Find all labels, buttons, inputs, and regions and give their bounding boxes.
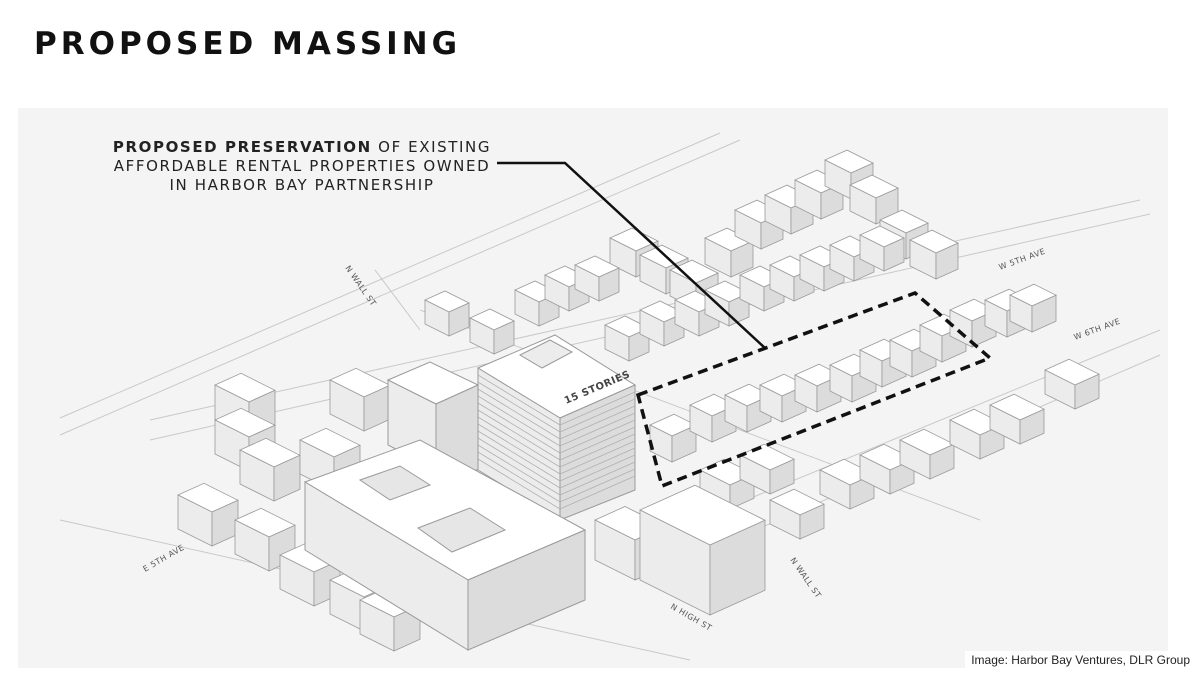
building-block	[859, 225, 905, 272]
street-label-n-wall-st-bottom: N WALL ST	[788, 556, 823, 600]
tower-floor-line	[477, 451, 561, 503]
building-block	[424, 290, 470, 337]
building-block	[469, 308, 515, 355]
tower-floor-line	[559, 461, 636, 496]
callout-text: PROPOSED PRESERVATION OF EXISTING AFFORD…	[92, 138, 512, 195]
tower-floor-line	[559, 440, 636, 475]
building-block	[1009, 283, 1057, 333]
street-label-w-6th-ave: W 6TH AVE	[1073, 317, 1122, 342]
tower-floor-line	[559, 412, 636, 447]
callout-bold-text: PROPOSED PRESERVATION	[112, 138, 372, 156]
tower-floor-line	[477, 437, 561, 489]
street-label-n-wall-st-top: N WALL ST	[343, 264, 378, 308]
building-block	[899, 428, 955, 480]
tower-floor-line	[559, 447, 636, 482]
tower-floor-line	[559, 468, 636, 503]
tower-floor-line	[559, 433, 636, 468]
callout-line1-rest: OF EXISTING	[371, 138, 492, 156]
proposed-tower: 15 STORIES	[476, 334, 637, 521]
page-title: PROPOSED MASSING	[34, 26, 462, 62]
courtyard-block	[303, 439, 587, 651]
building-block	[704, 227, 754, 278]
tower-floor-line	[477, 374, 561, 426]
tower-floor-line	[477, 416, 561, 468]
tower-floor-line	[477, 458, 561, 510]
tower-floor-line	[477, 430, 561, 482]
building-masses	[177, 149, 1100, 652]
tower-floor-line	[477, 395, 561, 447]
callout-line-1: PROPOSED PRESERVATION OF EXISTING	[92, 138, 512, 157]
tower-floor-line	[477, 402, 561, 454]
tower-floor-line	[559, 454, 636, 489]
tower-floor-line	[559, 475, 636, 510]
building-block	[639, 484, 766, 616]
tower-floor-line	[477, 444, 561, 496]
tower-floor-line	[559, 398, 636, 433]
building-block	[909, 229, 959, 280]
callout-leader-line	[497, 161, 766, 349]
street-label-w-5th-ave: W 5TH AVE	[998, 247, 1047, 272]
street-label-e-5th-ave: E 5TH AVE	[142, 543, 186, 574]
building-block	[989, 393, 1045, 445]
tower-floor-line	[559, 419, 636, 454]
building-block	[1044, 358, 1100, 410]
tower-floor-line	[477, 388, 561, 440]
image-credit: Image: Harbor Bay Ventures, DLR Group	[965, 651, 1196, 669]
building-block	[649, 413, 697, 463]
building-block	[574, 255, 620, 302]
tower-floor-line	[477, 381, 561, 433]
building-block	[177, 482, 239, 547]
tower-floor-line	[477, 423, 561, 475]
tower-floor-line	[559, 426, 636, 461]
tower-floor-line	[559, 391, 636, 426]
building-block	[329, 367, 391, 432]
callout-line-3: IN HARBOR BAY PARTNERSHIP	[169, 176, 435, 194]
building-block	[769, 488, 825, 540]
building-block	[239, 437, 301, 502]
tower-floor-line	[477, 409, 561, 461]
preservation-boundary	[635, 291, 994, 489]
tower-floor-line	[559, 405, 636, 440]
callout-line-2: AFFORDABLE RENTAL PROPERTIES OWNED	[113, 157, 491, 175]
building-block	[724, 383, 772, 433]
